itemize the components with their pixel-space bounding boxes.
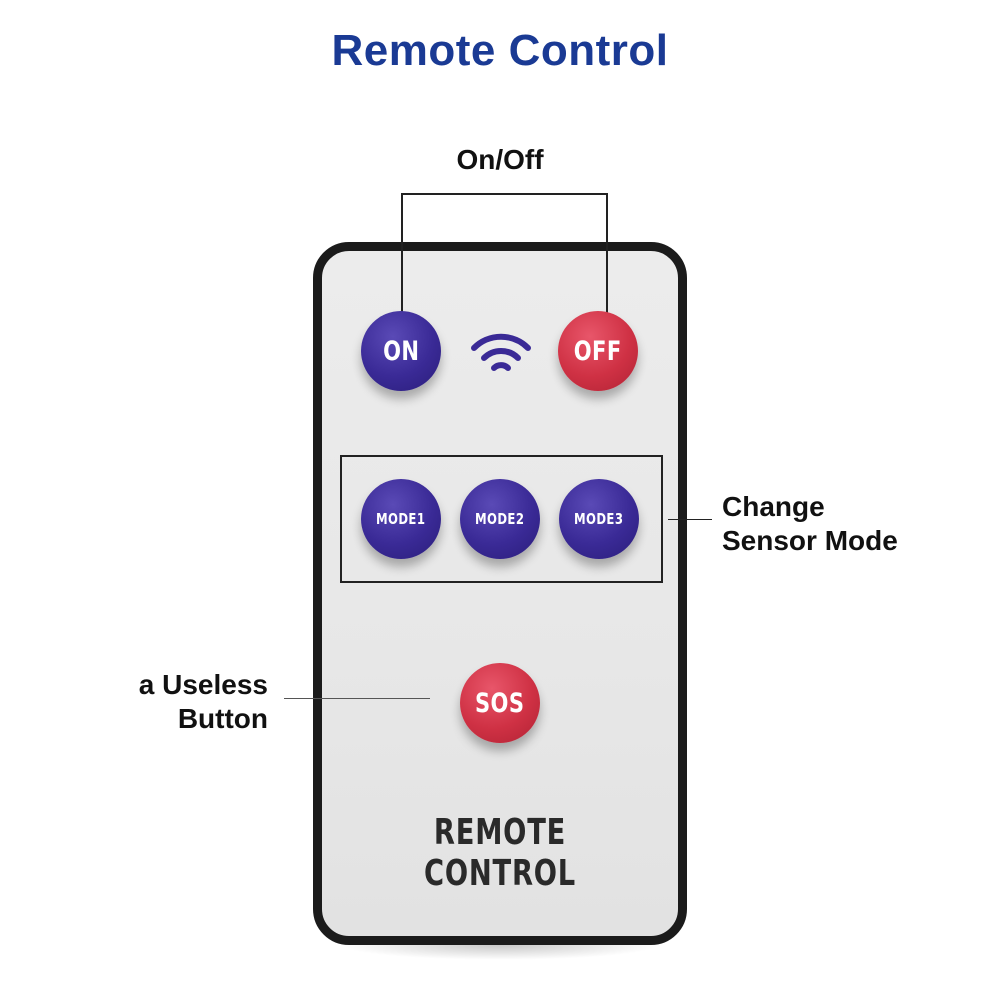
mode1-button-label: MODE1 <box>376 510 426 528</box>
remote-brand-text-label: REMOTE CONTROL <box>424 812 576 894</box>
page-title: Remote Control <box>331 26 669 75</box>
on-off-bracket-top <box>401 193 608 195</box>
change-sensor-mode-leader-line <box>668 519 712 520</box>
change-sensor-mode-callout-label: Change Sensor Mode <box>722 491 898 556</box>
remote-brand-text: REMOTE CONTROL <box>313 812 687 894</box>
on-off-bracket-left <box>401 193 403 328</box>
off-button-label: OFF <box>574 335 622 367</box>
mode-buttons-group-box <box>340 455 663 583</box>
on-off-bracket-right <box>606 193 608 328</box>
mode2-button[interactable]: MODE2 <box>460 479 540 559</box>
wifi-signal-icon <box>471 333 531 371</box>
mode2-button-label: MODE2 <box>475 510 525 528</box>
on-button-label: ON <box>382 335 420 367</box>
on-button[interactable]: ON <box>361 311 441 391</box>
useless-button-callout-label: a Useless Button <box>138 669 268 734</box>
sos-button-label: SOS <box>475 687 525 719</box>
sos-button[interactable]: SOS <box>460 663 540 743</box>
off-button[interactable]: OFF <box>558 311 638 391</box>
mode1-button[interactable]: MODE1 <box>361 479 441 559</box>
mode3-button-label: MODE3 <box>574 510 624 528</box>
on-off-callout-label: On/Off <box>456 144 544 175</box>
useless-button-leader-line <box>284 698 430 699</box>
mode3-button[interactable]: MODE3 <box>559 479 639 559</box>
